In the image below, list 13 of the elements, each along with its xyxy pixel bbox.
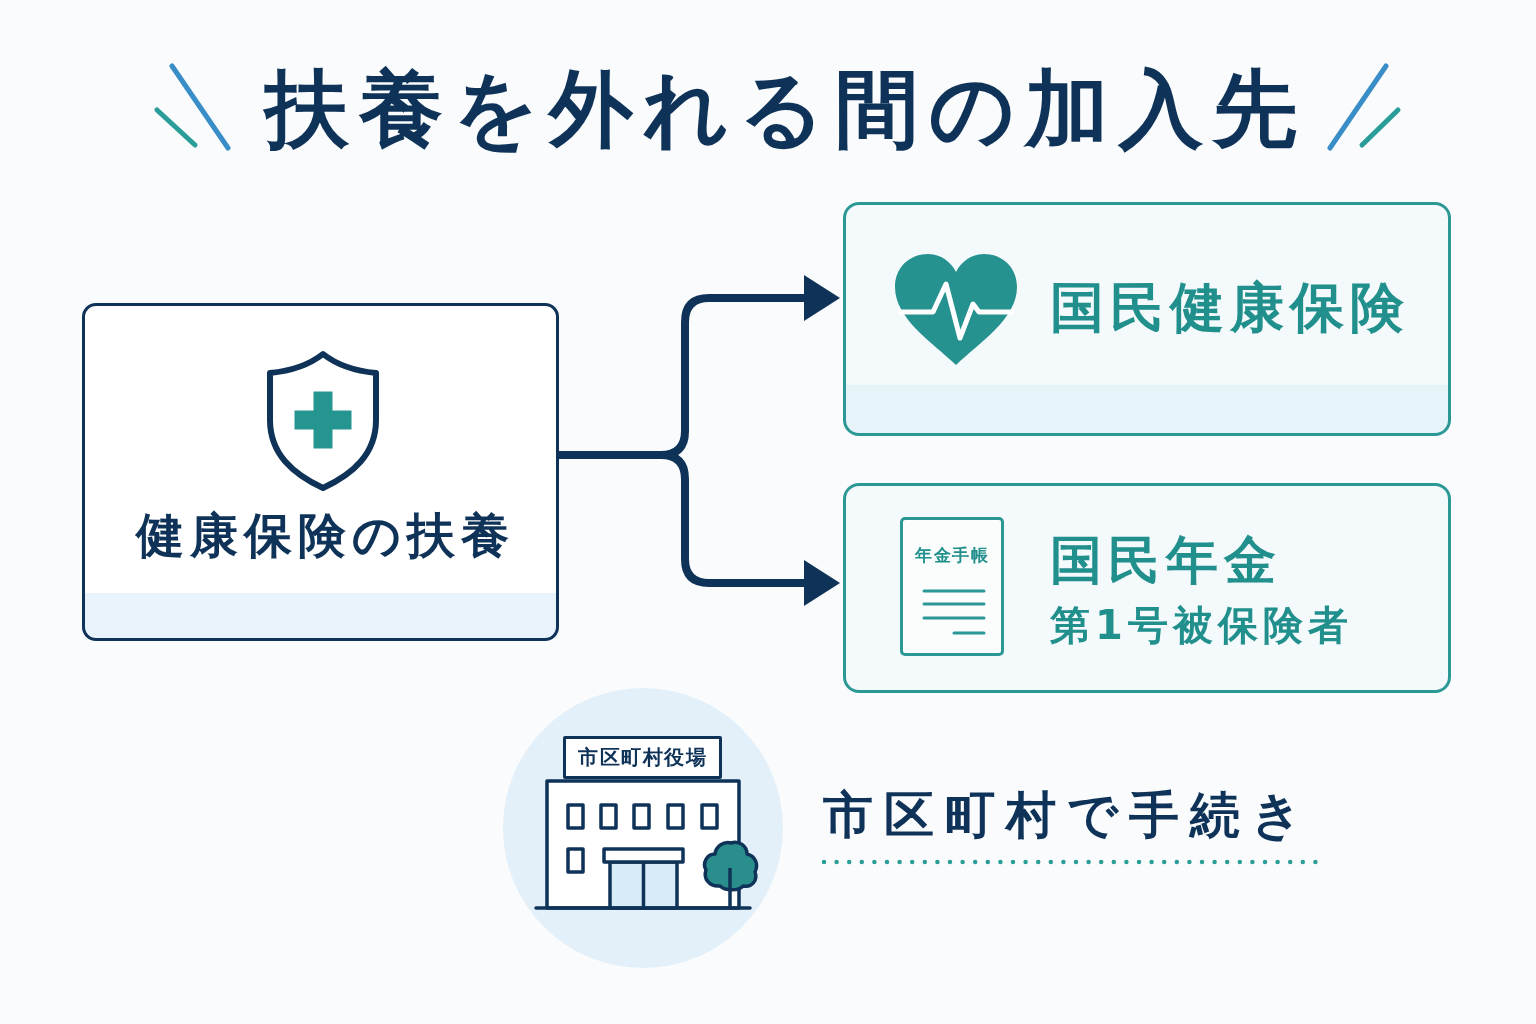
title: 扶養を外れる間の加入先 — [265, 59, 1307, 160]
box-subtext: 第1号被保険者 — [1050, 601, 1353, 649]
box-heading: 国民年金 — [1050, 528, 1282, 592]
document-card — [900, 517, 1004, 656]
building-sign: 市区町村役場 — [563, 736, 722, 779]
document-title: 年金手帳 — [915, 544, 989, 566]
arrow — [559, 451, 840, 606]
box-label: 国民健康保険 — [1050, 275, 1410, 341]
process-box — [843, 202, 1451, 436]
procedure-note: 市区町村で手続き — [823, 785, 1313, 845]
box-label: 健康保険の扶養 — [135, 507, 515, 565]
process-box — [843, 483, 1451, 693]
process-box — [82, 303, 559, 641]
